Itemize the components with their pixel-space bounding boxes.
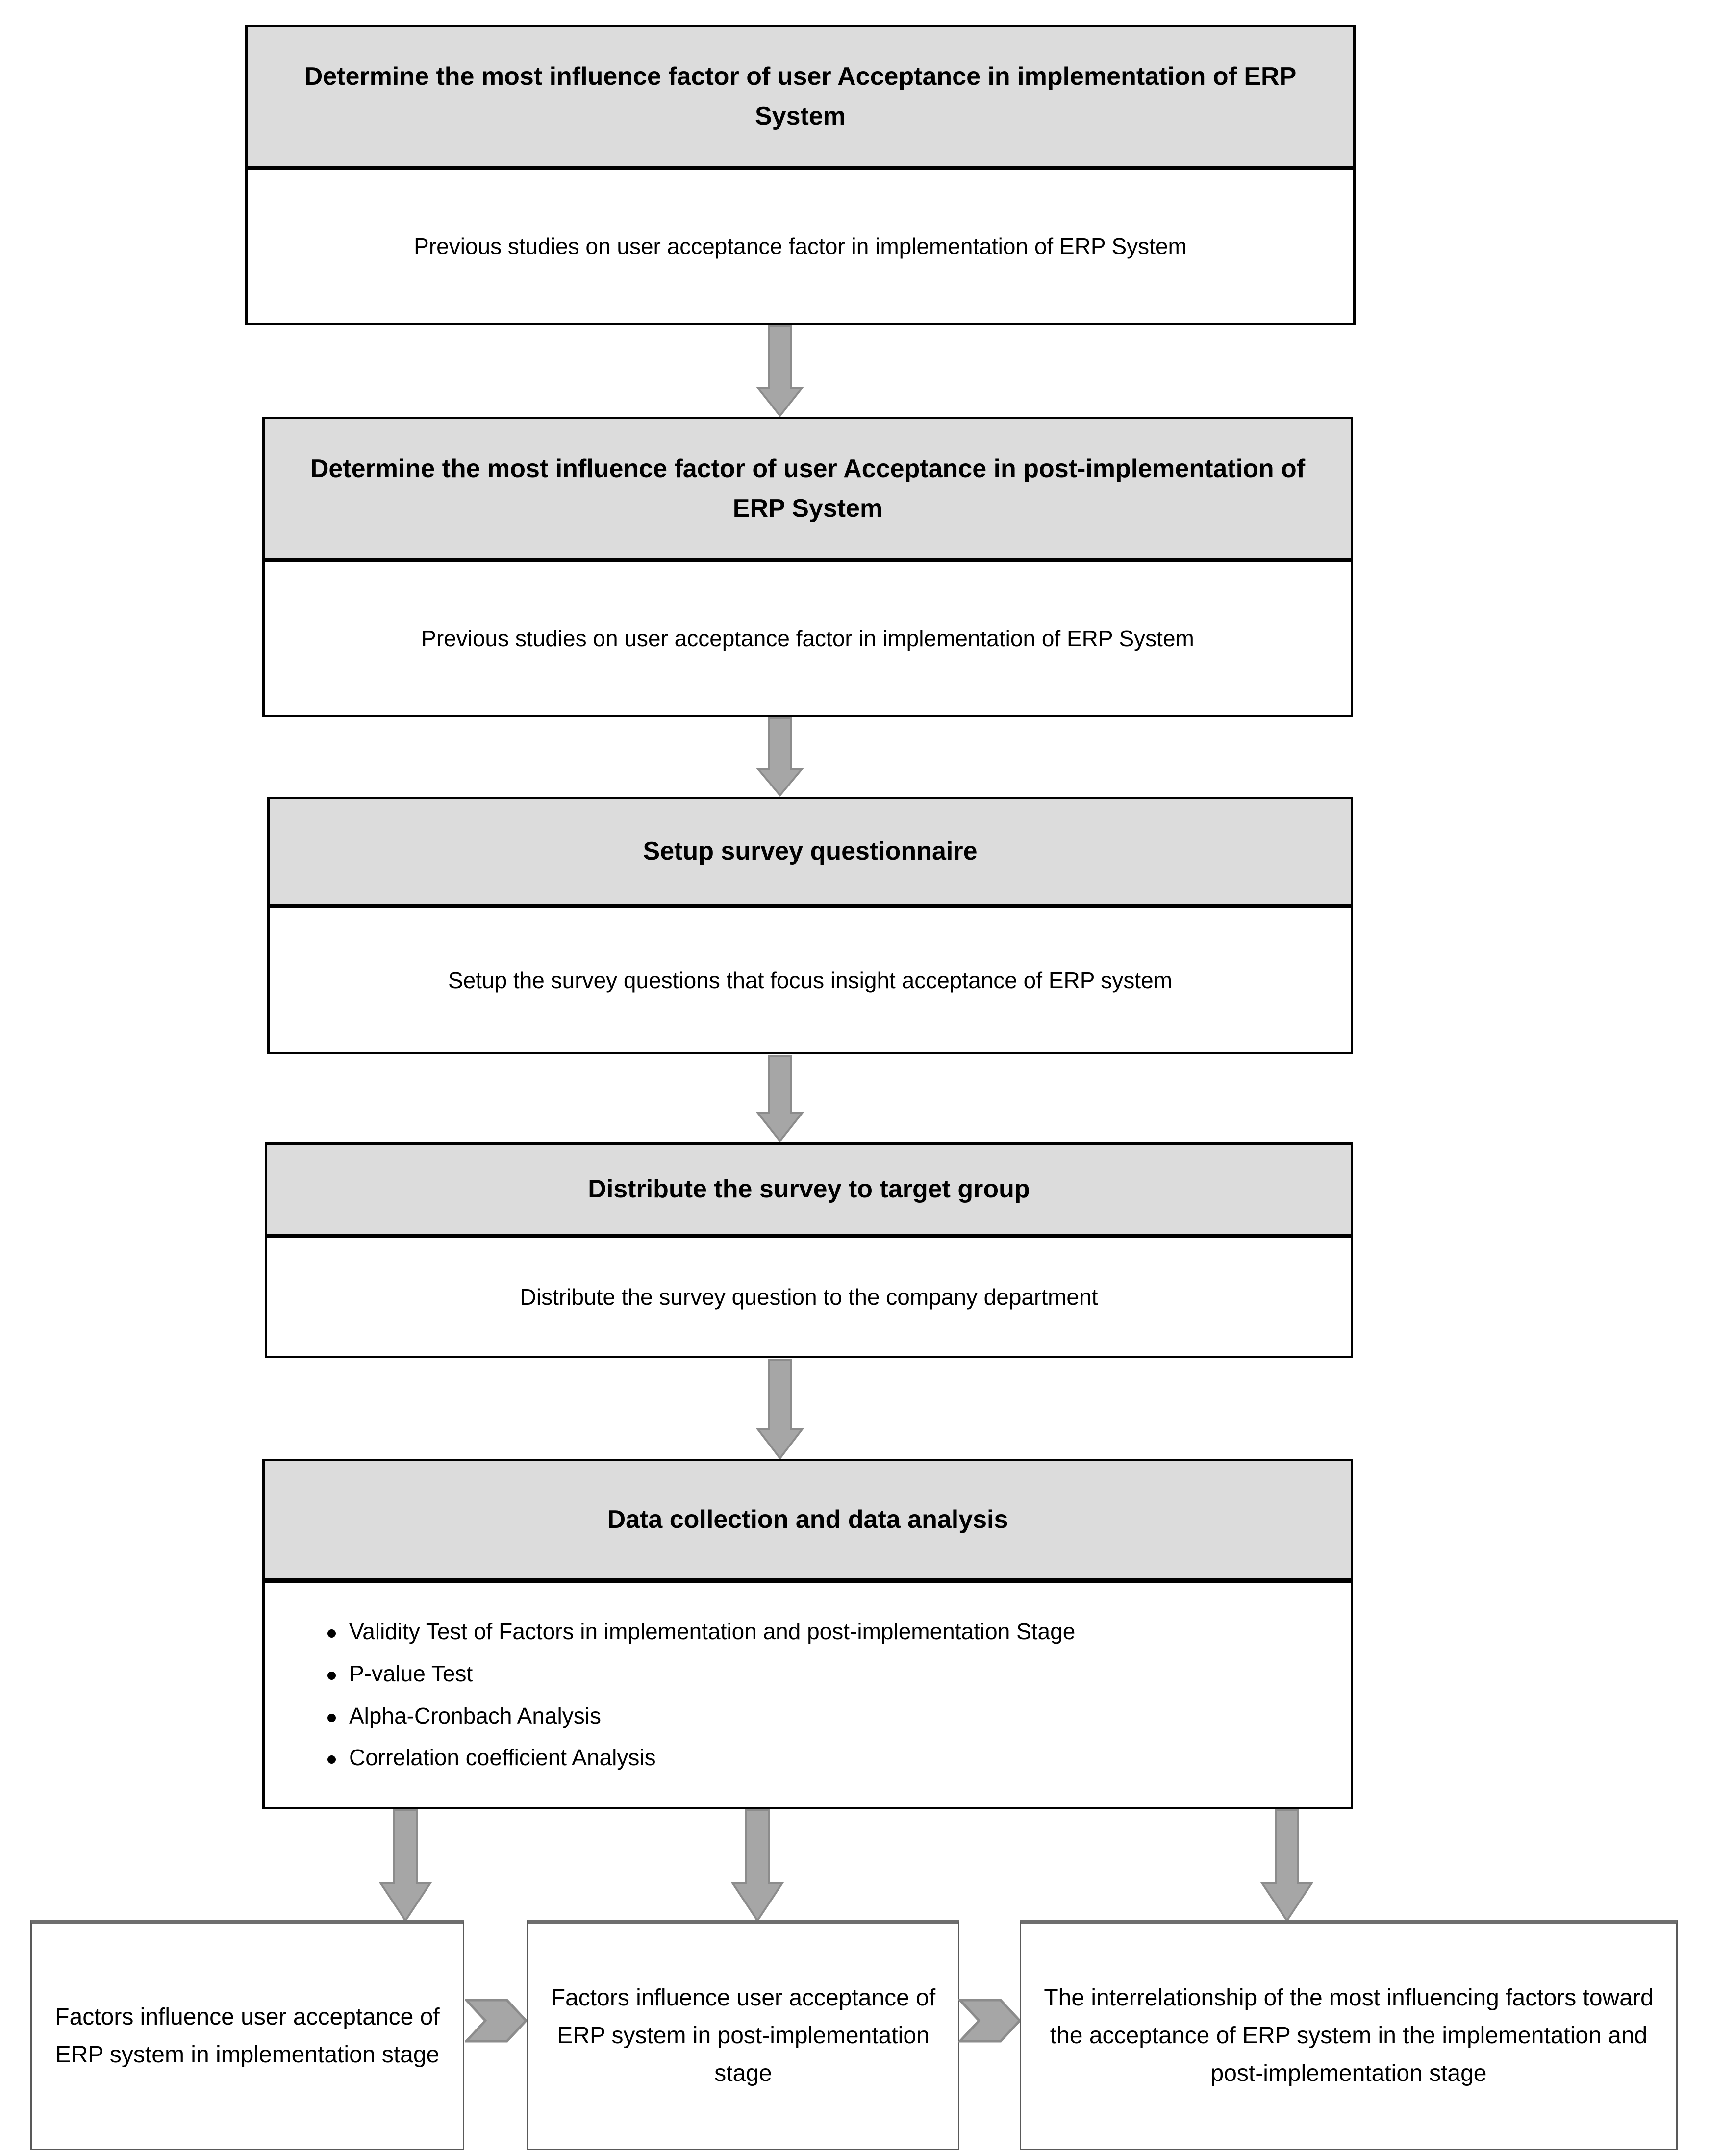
process-box-step-4[interactable]: Distribute the survey to target group Di… [265, 1142, 1353, 1358]
down-arrow-3 [756, 1055, 804, 1142]
outcome-box-3[interactable]: The interrelationship of the most influe… [1020, 1920, 1678, 2150]
list-item: Alpha-Cronbach Analysis [327, 1703, 1075, 1729]
process-body-step-5: Validity Test of Factors in implementati… [265, 1583, 1351, 1807]
process-body-step-2: Previous studies on user acceptance fact… [265, 562, 1351, 715]
process-box-step-2[interactable]: Determine the most influence factor of u… [262, 417, 1353, 717]
list-item: Correlation coefficient Analysis [327, 1745, 1075, 1771]
process-header-step-4: Distribute the survey to target group [267, 1145, 1351, 1238]
right-chevron-arrow-2 [958, 1998, 1021, 2043]
process-box-step-5[interactable]: Data collection and data analysis Validi… [262, 1459, 1353, 1809]
right-chevron-arrow-1 [465, 1998, 528, 2043]
process-body-step-4: Distribute the survey question to the co… [267, 1238, 1351, 1356]
list-item: Validity Test of Factors in implementati… [327, 1619, 1075, 1645]
down-arrow-5 [378, 1809, 432, 1922]
down-arrow-6 [730, 1809, 784, 1922]
down-arrow-2 [756, 717, 804, 797]
process-header-step-2: Determine the most influence factor of u… [265, 419, 1351, 562]
process-box-step-3[interactable]: Setup survey questionnaire Setup the sur… [267, 797, 1353, 1054]
process-body-step-1: Previous studies on user acceptance fact… [248, 170, 1353, 323]
process-body-step-3: Setup the survey questions that focus in… [270, 908, 1351, 1052]
outcome-label-1: Factors influence user acceptance of ERP… [55, 2004, 440, 2068]
outcome-label-2: Factors influence user acceptance of ERP… [551, 1985, 936, 2086]
process-header-step-5: Data collection and data analysis [265, 1461, 1351, 1583]
down-arrow-1 [756, 325, 804, 417]
down-arrow-7 [1260, 1809, 1314, 1922]
process-box-step-1[interactable]: Determine the most influence factor of u… [245, 25, 1356, 325]
list-item: P-value Test [327, 1661, 1075, 1687]
analysis-bullet-list: Validity Test of Factors in implementati… [299, 1619, 1075, 1770]
outcome-box-2[interactable]: Factors influence user acceptance of ERP… [527, 1920, 959, 2150]
outcome-label-3: The interrelationship of the most influe… [1044, 1985, 1654, 2086]
process-header-step-3: Setup survey questionnaire [270, 799, 1351, 908]
process-header-step-1: Determine the most influence factor of u… [248, 27, 1353, 170]
down-arrow-4 [756, 1359, 804, 1460]
outcome-box-1[interactable]: Factors influence user acceptance of ERP… [30, 1920, 464, 2150]
